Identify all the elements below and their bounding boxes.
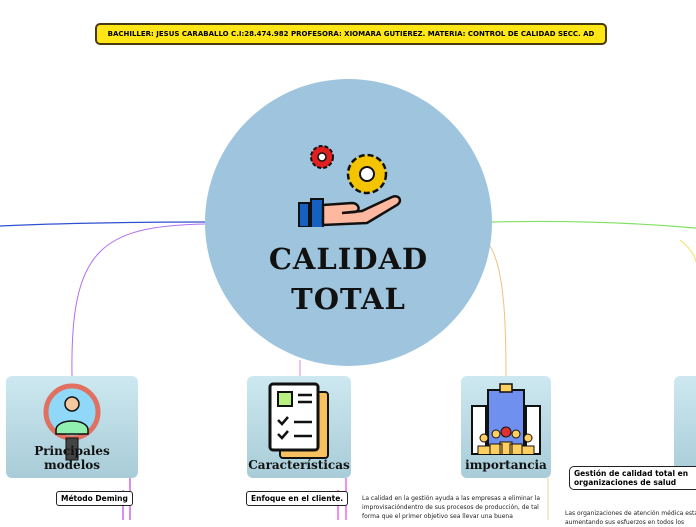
subtopic-enfoque-cliente[interactable]: Enfoque en el cliente.: [246, 491, 349, 506]
branch-importancia[interactable]: importancia: [461, 376, 551, 478]
gears-hand-icon: [298, 145, 402, 227]
checklist-icon: [268, 382, 329, 459]
branch-label: Principales modelos: [34, 444, 110, 472]
banner-text: BACHILLER: JESUS CARABALLO C.I:28.474.98…: [107, 30, 595, 38]
branch-caracteristicas[interactable]: Características: [247, 376, 351, 478]
branch-gestion[interactable]: [674, 376, 696, 478]
importancia-text: La calidad en la gestión ayuda a las emp…: [362, 495, 541, 520]
branch-principales-modelos[interactable]: Principales modelos: [6, 376, 138, 478]
branch-label: importancia: [465, 458, 547, 472]
branch-label: Características: [248, 458, 350, 472]
gestion-text: Las organizaciones de atención médica es…: [565, 510, 696, 526]
building-people-icon: [471, 383, 541, 455]
header-banner[interactable]: BACHILLER: JESUS CARABALLO C.I:28.474.98…: [95, 23, 607, 45]
magnifier-person-icon: [43, 383, 101, 461]
subtopic-metodo-deming[interactable]: Método Deming: [56, 491, 133, 506]
subtopic-gestion-salud[interactable]: Gestión de calidad total en organizacion…: [569, 466, 696, 490]
